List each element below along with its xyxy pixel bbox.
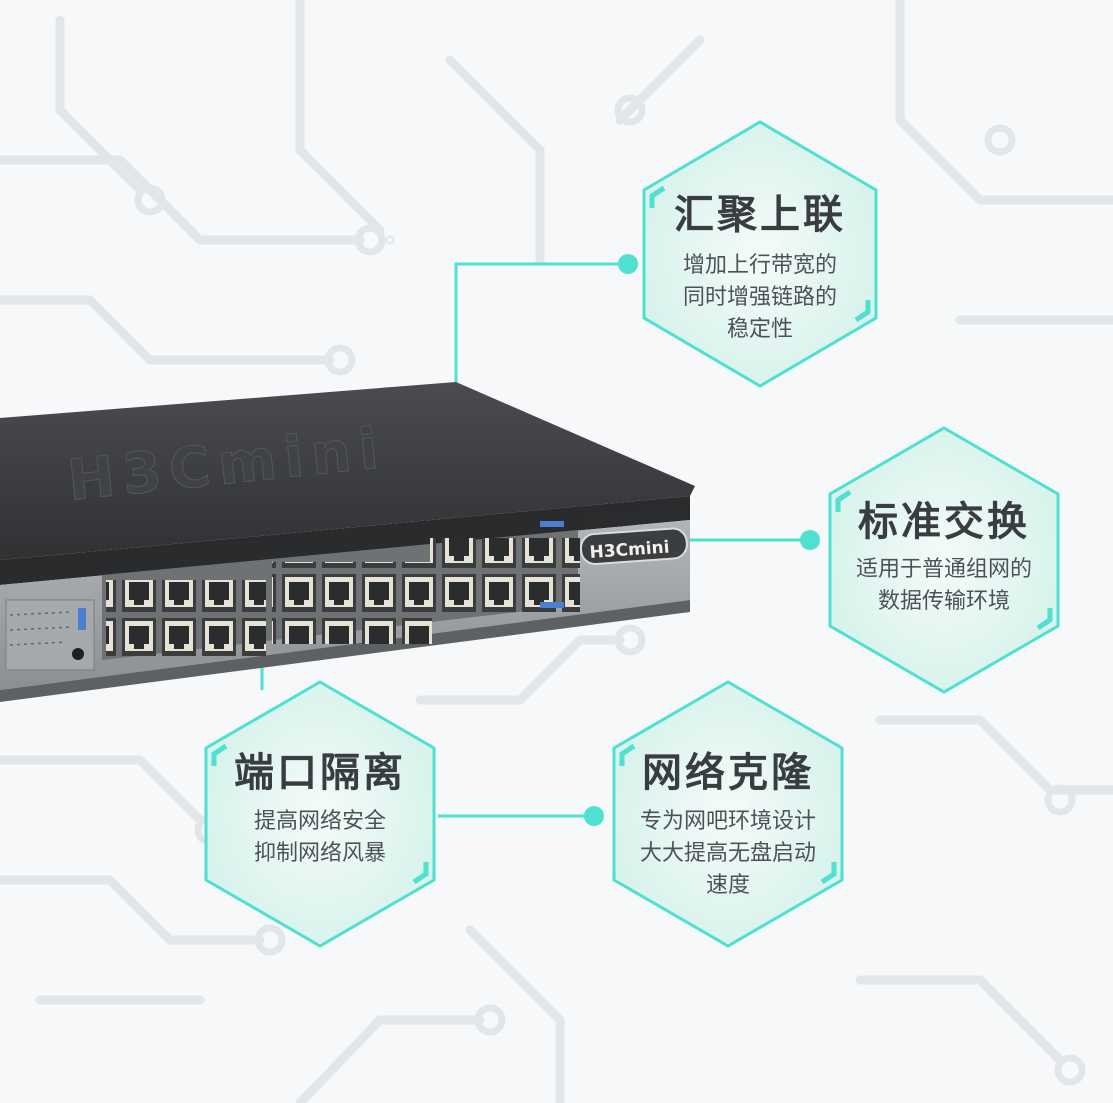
feature-desc-line: 数据传输环境 xyxy=(878,589,1010,614)
feature-desc-line: 稳定性 xyxy=(727,317,793,342)
feature-card-standard-switching: 标准交换 适用于普通组网的 数据传输环境 xyxy=(828,426,1060,694)
feature-card-network-clone: 网络克隆 专为网吧环境设计 大大提高无盘启动 速度 xyxy=(612,680,844,948)
feature-card-port-isolation: 端口隔离 提高网络安全 抑制网络风暴 xyxy=(204,680,436,948)
port-group-1 xyxy=(106,580,266,662)
feature-desc-line: 适用于普通组网的 xyxy=(856,557,1032,582)
network-switch: H3Cmini xyxy=(0,382,695,702)
feature-desc-line: 专为网吧环境设计 xyxy=(640,809,816,834)
connector-lines xyxy=(260,262,810,818)
connector-dots xyxy=(584,254,820,826)
feature-title: 端口隔离 xyxy=(234,750,406,796)
feature-desc-line: 抑制网络风暴 xyxy=(254,841,386,866)
switch-top-cover xyxy=(0,382,695,560)
switch-front-band xyxy=(0,496,690,585)
feature-desc-line: 大大提高无盘启动 xyxy=(640,841,816,866)
feature-title: 标准交换 xyxy=(858,499,1030,545)
status-indicator-panel xyxy=(5,599,95,671)
port-group-3 xyxy=(430,538,580,616)
feature-desc-line: 同时增强链路的 xyxy=(683,285,837,310)
port-group-2 xyxy=(272,562,432,644)
feature-desc-line: 速度 xyxy=(706,873,750,898)
feature-desc-line: 提高网络安全 xyxy=(254,809,386,834)
reset-button xyxy=(72,648,84,660)
brand-badge xyxy=(579,527,688,565)
feature-title: 网络克隆 xyxy=(642,750,814,796)
feature-title: 汇聚上联 xyxy=(674,192,846,238)
feature-desc-line: 增加上行带宽的 xyxy=(683,253,837,278)
feature-card-aggregation-uplink: 汇聚上联 增加上行带宽的 同时增强链路的 稳定性 xyxy=(642,120,878,388)
